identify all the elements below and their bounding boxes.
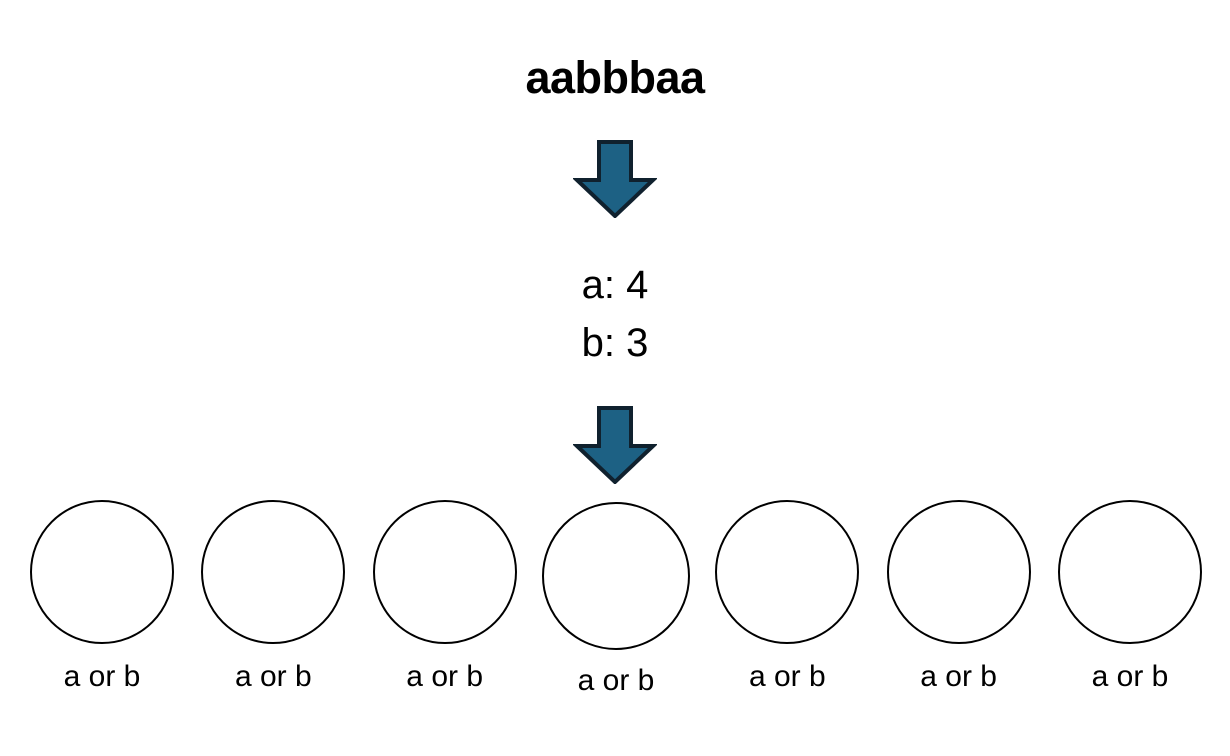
slot-label-4: a or b — [577, 664, 655, 697]
slot-3[interactable]: a or b — [369, 500, 521, 694]
slot-7[interactable]: a or b — [1054, 500, 1206, 694]
slot-label-1: a or b — [63, 660, 141, 693]
letter-counts: a: 4 b: 3 — [0, 256, 1230, 372]
count-line-b: b: 3 — [581, 321, 649, 365]
slot-circle-3[interactable] — [372, 500, 517, 644]
slot-2[interactable]: a or b — [197, 500, 349, 694]
letter-counts-inner: a: 4 b: 3 — [582, 256, 649, 372]
page-title: aabbbaa — [525, 52, 705, 103]
slot-circle-5[interactable] — [715, 500, 860, 644]
slot-label-6: a or b — [920, 660, 997, 693]
slot-label-7: a or b — [1091, 660, 1169, 693]
arrow-down-icon-top — [573, 140, 657, 218]
slot-circle-6[interactable] — [886, 500, 1031, 644]
slot-circle-1[interactable] — [30, 500, 174, 644]
slot-5[interactable]: a or b — [711, 500, 863, 694]
slot-label-5: a or b — [748, 660, 826, 693]
count-line-a: a: 4 — [581, 263, 649, 307]
slot-label-3: a or b — [406, 660, 484, 693]
arrow-down-icon-bottom — [573, 406, 657, 484]
slot-1[interactable]: a or b — [26, 500, 178, 694]
slot-circle-7[interactable] — [1057, 500, 1202, 644]
slot-circle-4[interactable] — [541, 502, 690, 650]
slot-label-2: a or b — [234, 660, 312, 693]
slot-4[interactable]: a or b — [540, 500, 692, 698]
slot-row: a or b a or b a or b a or b a or b a or … — [26, 500, 1206, 710]
slot-circle-2[interactable] — [201, 500, 346, 644]
slot-6[interactable]: a or b — [883, 500, 1035, 694]
